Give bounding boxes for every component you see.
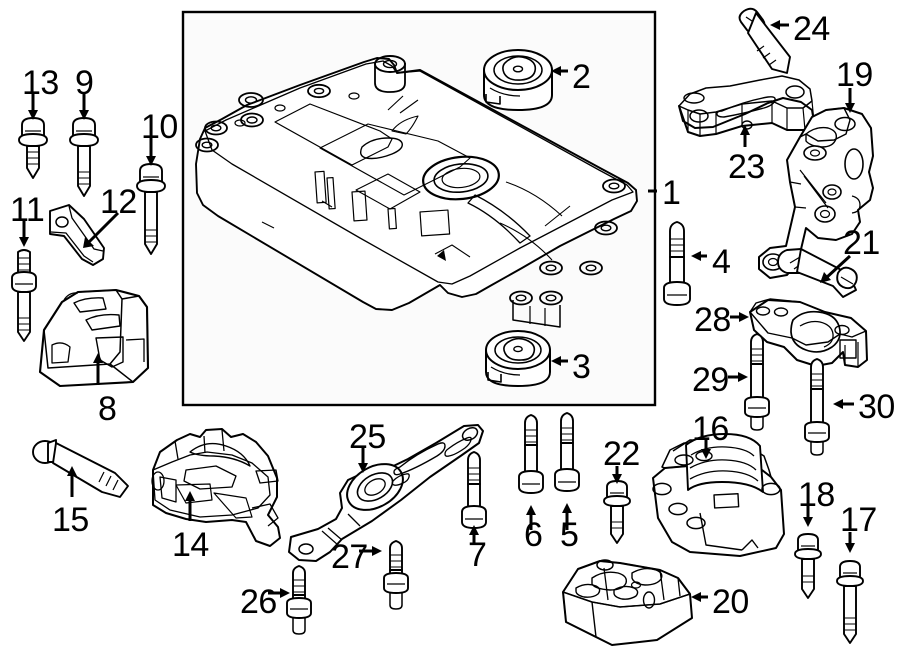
callout-label-16: 16 (692, 410, 729, 448)
part-30-support-bolt (804, 358, 830, 456)
callout-label-7: 7 (468, 536, 487, 574)
leader-lines (19, 20, 855, 602)
callout-label-22: 22 (603, 435, 640, 473)
callout-label-1: 1 (662, 174, 681, 212)
callout-label-5: 5 (560, 516, 579, 554)
part-16-transmission-mount (652, 433, 785, 557)
part-21-flange-bolt (777, 248, 858, 298)
callout-label-28: 28 (694, 301, 731, 339)
part-2-subframe-bushing-upper (483, 49, 553, 111)
part-23-engine-mount-arm (678, 75, 815, 137)
part-12-mount-bracket-tab (49, 204, 105, 266)
callout-label-3: 3 (572, 348, 591, 386)
callout-label-2: 2 (572, 58, 591, 96)
part-17-hex-flange-bolt (836, 560, 864, 644)
callout-label-17: 17 (840, 501, 877, 539)
callout-label-14: 14 (172, 526, 209, 564)
part-24-flange-bolt (738, 7, 791, 74)
callout-label-27: 27 (331, 538, 368, 576)
part-22-hex-flange-bolt (603, 480, 631, 544)
part-11-stud-bolt (11, 249, 37, 342)
part-5-mount-stud-bolt (554, 412, 580, 492)
part-9-hex-flange-bolt (69, 117, 99, 197)
part-1-engine-cradle-subframe (195, 55, 638, 328)
part-15-long-through-bolt (32, 439, 129, 498)
callout-label-29: 29 (692, 361, 729, 399)
callout-label-19: 19 (836, 56, 873, 94)
part-4-subframe-bolt (663, 221, 691, 306)
part-26-strut-bolt (286, 565, 312, 635)
callout-label-13: 13 (22, 64, 59, 102)
part-3-subframe-bushing-lower (485, 330, 551, 387)
callout-label-25: 25 (349, 418, 386, 456)
callout-label-21: 21 (843, 224, 880, 262)
callout-label-18: 18 (798, 476, 835, 514)
part-27-strut-bolt (383, 540, 409, 610)
callout-label-8: 8 (98, 390, 117, 428)
part-6-mount-stud-bolt (518, 414, 544, 494)
part-19-engine-support-bracket (758, 107, 874, 279)
callout-label-23: 23 (728, 148, 765, 186)
callout-label-20: 20 (712, 583, 749, 621)
part-14-transmission-mount-bracket (151, 428, 281, 547)
callout-label-11: 11 (10, 191, 45, 229)
part-8-engine-mount-left (38, 288, 150, 388)
callout-label-30: 30 (858, 388, 895, 426)
part-28-pendulum-support (749, 298, 868, 368)
callout-label-12: 12 (100, 183, 137, 221)
callout-label-24: 24 (793, 10, 830, 48)
callout-label-10: 10 (141, 108, 178, 146)
callout-label-4: 4 (712, 243, 731, 281)
callout-label-26: 26 (240, 583, 277, 621)
part-18-hex-flange-bolt (794, 533, 822, 599)
part-29-support-bolt (744, 333, 770, 431)
callout-label-9: 9 (75, 64, 94, 102)
part-10-hex-flange-bolt-long (136, 163, 166, 255)
part-25-torque-strut-rod (288, 424, 484, 562)
part-13-hex-flange-bolt-short (18, 117, 48, 179)
callout-label-6: 6 (524, 516, 543, 554)
part-7-mount-bolt (461, 451, 487, 529)
part-20-mount-support-bracket (562, 559, 693, 646)
callout-label-15: 15 (52, 501, 89, 539)
